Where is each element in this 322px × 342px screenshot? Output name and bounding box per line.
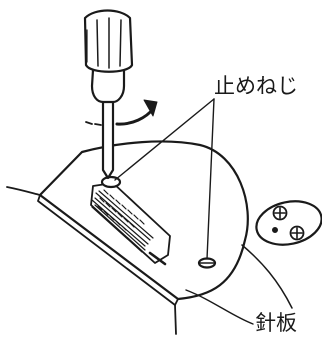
needle-plate-top-surface <box>38 140 249 301</box>
set-screw-leaders <box>114 98 215 260</box>
screwdriver-shaft <box>101 100 115 180</box>
curved-arrow-icon <box>85 99 158 126</box>
bed-line <box>241 244 293 309</box>
needle-plate-front-edge <box>174 298 179 335</box>
screwdriver-collar <box>90 68 126 104</box>
feed-dog-teeth <box>91 189 154 253</box>
needle-slot <box>148 251 167 266</box>
set-screw-label: 止めねじ <box>214 74 298 98</box>
needle-plate-label: 針板 <box>255 311 297 335</box>
needle-plate-leader <box>185 289 254 325</box>
needle-plate-edge <box>37 194 176 306</box>
screwdriver-icon <box>83 9 134 180</box>
needle-plate <box>6 140 293 335</box>
needle-plate-underside <box>6 186 41 196</box>
screw-detail-icon <box>255 200 322 246</box>
